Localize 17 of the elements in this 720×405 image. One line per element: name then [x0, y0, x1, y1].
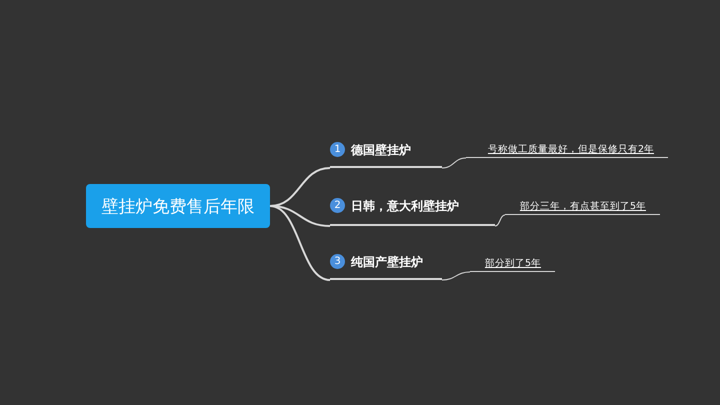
underlined-note: 部分到了5年: [470, 257, 555, 272]
connector-line: [270, 205, 330, 281]
underlined-note: 号称做工质量最好，但是保修只有2年: [466, 143, 668, 158]
underlined-note: 部分三年，有点甚至到了5年: [505, 200, 660, 215]
connector-line: [494, 214, 506, 226]
number-badge: 2: [330, 198, 345, 213]
topic-text: 纯国产壁挂炉: [351, 254, 423, 271]
connector-line: [442, 272, 470, 280]
topic-text: 德国壁挂炉: [351, 142, 411, 159]
topic-text: 日韩，意大利壁挂炉: [351, 198, 459, 215]
underlined-topic: [330, 140, 442, 168]
central-topic-box: 壁挂炉免费售后年限: [86, 184, 270, 228]
connector-line: [442, 158, 466, 168]
underlined-topic: [330, 252, 442, 280]
number-badge: 1: [330, 142, 345, 157]
number-badge: 3: [330, 254, 345, 269]
underlined-topic: [330, 196, 495, 226]
